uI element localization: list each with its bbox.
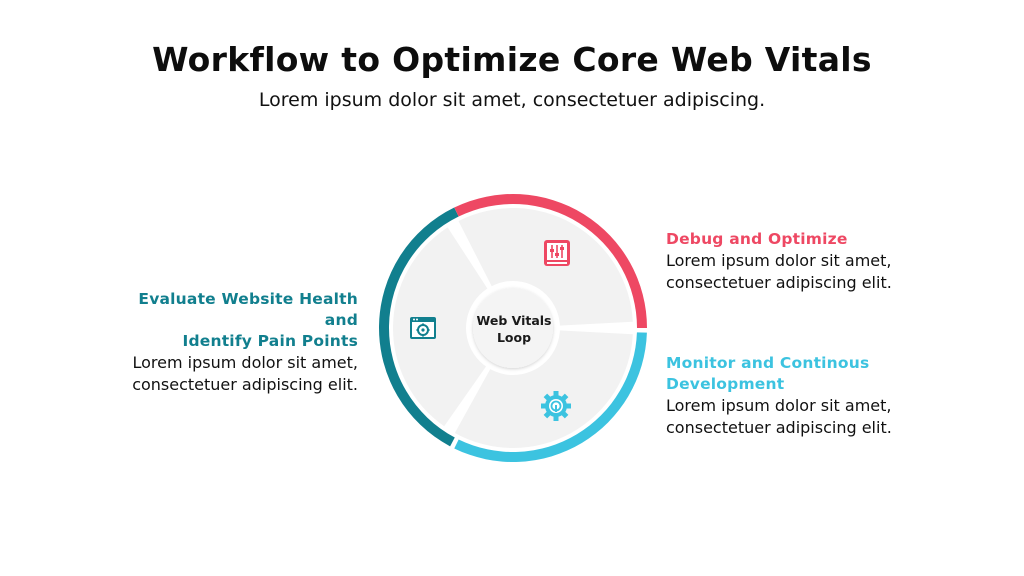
evaluate-text-block: Evaluate Website Health and Identify Pai… xyxy=(100,289,358,396)
evaluate-sector xyxy=(393,227,488,427)
evaluate-body: Lorem ipsum dolor sit amet, consectetuer… xyxy=(100,352,358,396)
monitor-text-block: Monitor and Continous Development Lorem … xyxy=(666,353,966,439)
monitor-arc xyxy=(454,332,647,463)
sliders-icon xyxy=(544,240,570,266)
monitor-body: Lorem ipsum dolor sit amet, consectetuer… xyxy=(666,395,966,439)
monitor-heading-line2: Development xyxy=(666,375,785,393)
center-label-line2: Loop xyxy=(496,330,532,345)
monitor-body-line1: Lorem ipsum dolor sit amet, xyxy=(666,396,892,415)
center-label-line1: Web Vitals xyxy=(476,313,552,328)
debug-body-line1: Lorem ipsum dolor sit amet, xyxy=(666,251,892,270)
debug-arc xyxy=(454,194,647,328)
debug-body: Lorem ipsum dolor sit amet, consectetuer… xyxy=(666,250,966,294)
browser-settings-icon xyxy=(410,317,436,339)
debug-body-line2: consectetuer adipiscing elit. xyxy=(666,273,892,292)
debug-heading-line1: Debug and Optimize xyxy=(666,230,848,248)
evaluate-arc xyxy=(379,207,459,447)
evaluate-body-line2: consectetuer adipiscing elit. xyxy=(132,375,358,394)
evaluate-heading-line1: Evaluate Website Health and xyxy=(138,290,358,329)
debug-text-block: Debug and Optimize Lorem ipsum dolor sit… xyxy=(666,229,966,294)
center-label: Web Vitals Loop xyxy=(464,312,564,346)
gear-wrench-icon xyxy=(541,391,571,421)
center-hub xyxy=(473,288,553,368)
evaluate-body-line1: Lorem ipsum dolor sit amet, xyxy=(132,353,359,372)
page-subtitle: Lorem ipsum dolor sit amet, consectetuer… xyxy=(258,89,766,111)
monitor-heading-line1: Monitor and Continous xyxy=(666,354,870,372)
monitor-sector xyxy=(454,330,633,448)
debug-heading: Debug and Optimize xyxy=(666,229,966,250)
page-title: Workflow to Optimize Core Web Vitals xyxy=(152,40,872,79)
evaluate-heading: Evaluate Website Health and Identify Pai… xyxy=(100,289,358,352)
monitor-heading: Monitor and Continous Development xyxy=(666,353,966,395)
monitor-body-line2: consectetuer adipiscing elit. xyxy=(666,418,892,437)
web-vitals-loop-diagram xyxy=(379,194,647,463)
evaluate-heading-line2: Identify Pain Points xyxy=(182,332,358,350)
debug-sector xyxy=(458,208,633,326)
